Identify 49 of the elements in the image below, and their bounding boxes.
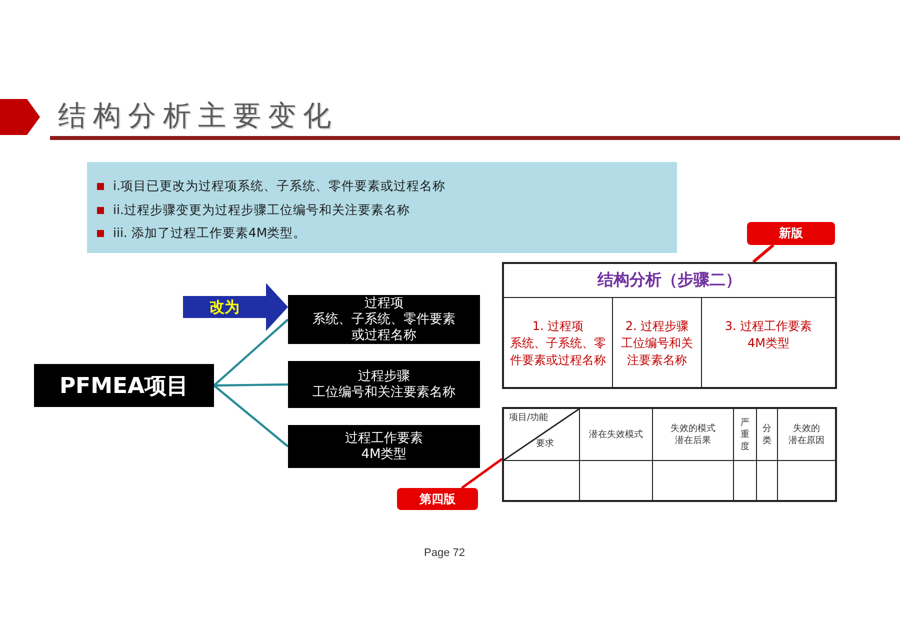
cell-text: 4M类型 <box>746 335 790 352</box>
process-box <box>288 361 480 408</box>
box-text: 4M类型 <box>361 446 407 462</box>
bullet-text: iii. 添加了过程工作要素4M类型。 <box>113 225 306 242</box>
edge-label: 改为 <box>210 298 240 316</box>
connector-line <box>213 384 289 448</box>
connector-line <box>752 244 774 264</box>
cell-text: 潜在后果 <box>675 434 711 446</box>
box-heading: 过程工作要素 <box>345 430 423 446</box>
table-cell <box>579 460 652 500</box>
callout-bubble: 第四版 <box>397 488 478 510</box>
cell-text: 项目/功能 <box>509 413 548 424</box>
structure-table <box>502 262 837 389</box>
table-cell <box>777 460 835 500</box>
form-table <box>502 407 837 502</box>
box-heading: 过程项 <box>364 296 404 312</box>
table-cell <box>733 460 756 500</box>
split-header-cell <box>504 409 579 460</box>
cell-text: 潜在原因 <box>788 434 824 446</box>
process-box <box>288 295 480 344</box>
cell-heading: 2. 过程步骤 <box>624 318 690 335</box>
bullet-text: i.项目已更改为过程项系统、子系统、零件要素或过程名称 <box>113 178 446 196</box>
bullet-text: ii.过程步骤变更为过程步骤工位编号和关注要素名称 <box>113 202 410 219</box>
connector-line <box>213 318 289 386</box>
connector-line <box>214 383 288 387</box>
column-header: 潜在失效模式 <box>579 409 652 460</box>
column-header: 分类 <box>756 409 777 460</box>
box-text: 工位编号和关注要素名称 <box>312 384 456 400</box>
table-title: 结构分析（步骤二） <box>504 264 835 298</box>
block-arrow <box>183 283 288 331</box>
page-number: Page 72 <box>424 546 465 560</box>
table-cell <box>652 460 733 500</box>
item-box: PFMEA项目 <box>34 364 214 407</box>
slide-title: 结构分析主要变化 <box>58 98 338 134</box>
cell-heading: 3. 过程工作要素 <box>724 318 814 335</box>
callout-bubble: 新版 <box>747 222 835 245</box>
cell-text: 失效的 <box>793 422 820 434</box>
connector-line <box>461 458 503 490</box>
table-cell <box>756 460 777 500</box>
column-header: 严重度 <box>733 409 756 460</box>
cell-text: 工位编号和关注要素名称 <box>620 335 694 369</box>
note-panel <box>87 162 677 253</box>
cell-text: 失效的模式 <box>670 422 716 434</box>
box-heading: 过程步骤 <box>358 368 410 384</box>
cell-text: 要求 <box>536 439 554 450</box>
process-box <box>288 425 480 468</box>
cell-text: 系统、子系统、零件要素或过程名称 <box>509 335 607 369</box>
box-text: 系统、子系统、零件要素或过程名称 <box>312 312 456 344</box>
cell-heading: 1. 过程项 <box>531 318 585 335</box>
